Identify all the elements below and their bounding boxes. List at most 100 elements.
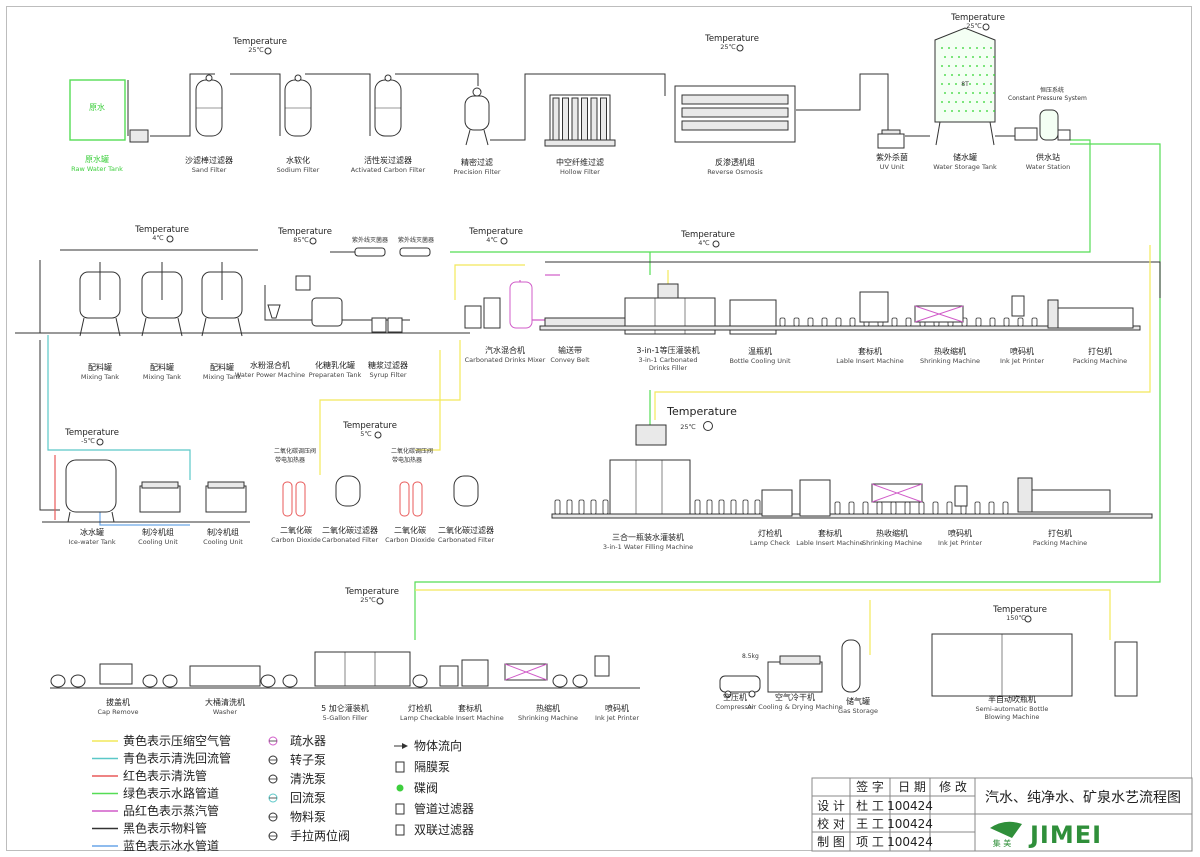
bottle <box>793 317 800 327</box>
tank-water-dot <box>976 65 978 67</box>
bottle <box>754 499 761 515</box>
co2a-en: Carbon Dioxide <box>271 536 321 544</box>
legend-line-label: 绿色表示水路管道 <box>123 786 219 801</box>
svg-text:JIMEI: JIMEI <box>1028 821 1102 849</box>
shrinking-machine-3 <box>504 663 548 681</box>
label-insert-machine-3 <box>461 659 489 687</box>
aircd-cn: 空气冷干机 <box>775 692 815 702</box>
tank-water-dot <box>948 65 950 67</box>
bottle <box>706 499 713 515</box>
tb-name: 杜 工 <box>856 798 884 813</box>
drawing-frame <box>6 6 1192 851</box>
fill3-cn: 3-in-1等压灌装机 <box>636 345 699 355</box>
bottle <box>554 499 561 515</box>
tb-name: 王 工 <box>856 817 884 831</box>
carbon-cn: 活性炭过滤器 <box>364 155 412 165</box>
co2fb-cn: 二氧化碳过滤器 <box>438 525 494 535</box>
temp-word: Temperature <box>134 225 189 235</box>
bottle <box>849 317 856 327</box>
uv-cn: 紫外杀菌 <box>876 152 908 162</box>
ink2-en: Ink Jet Printer <box>938 539 982 547</box>
temp-value: 4℃ <box>486 236 497 244</box>
tank-water-dot <box>986 74 988 76</box>
legend-line-2: 红色表示清洗管 <box>92 768 207 783</box>
legend-symbol2-label: 物体流向 <box>414 738 462 753</box>
bottle <box>590 499 597 515</box>
shrink1-en: Shrinking Machine <box>920 357 980 365</box>
temp-value: 25℃ <box>680 423 696 431</box>
tank-water-dot <box>944 110 946 112</box>
label3-en: Lable Insert Machine <box>436 714 504 722</box>
aircd-en: Air Cooling & Drying Machine <box>747 703 842 711</box>
gas-en: Gas Storage <box>838 707 878 715</box>
label2-cn: 套标机 <box>818 528 842 538</box>
ink2-cn: 喷码机 <box>948 528 972 538</box>
compressor <box>719 675 761 698</box>
mixing-tank-3 <box>201 262 243 337</box>
mix3-cn: 配料罐 <box>210 362 234 372</box>
ro-en: Reverse Osmosis <box>707 168 763 176</box>
carbonated-filter-b <box>453 475 479 507</box>
ice-water-tank <box>65 459 117 523</box>
row1-equipment: 原水 <box>69 27 1071 149</box>
tank-water-dot <box>983 65 985 67</box>
tank-water-dot <box>969 65 971 67</box>
tb-date: 100424 <box>887 799 933 813</box>
wpm-cn: 水粉混合机 <box>250 360 290 370</box>
gas-storage <box>841 639 861 693</box>
cdm-cn: 汽水混合机 <box>485 345 525 355</box>
legend-symbol2-3: 管道过滤器 <box>395 801 474 816</box>
tank-water-dot <box>990 65 992 67</box>
cu2-cn: 制冷机组 <box>207 527 239 537</box>
water-power-machine <box>267 275 311 319</box>
tank-water-dot <box>948 101 950 103</box>
tank-water-dot <box>941 83 943 85</box>
shrinking-machine-1 <box>914 305 964 323</box>
raw-water-tank <box>69 79 126 141</box>
storage-tank-capacity: 8T <box>961 81 969 88</box>
legend-line-label: 黄色表示压缩空气管 <box>123 733 231 748</box>
packing-machine-2 <box>1017 477 1111 513</box>
water-storage-tank: 8T <box>934 27 996 146</box>
legend-line-4: 品红色表示蒸汽管 <box>92 803 219 818</box>
sodium-filter <box>284 74 312 137</box>
gallon-bottle <box>70 674 86 688</box>
bottle <box>1003 317 1010 327</box>
cooling-unit-1 <box>139 481 181 513</box>
bottle <box>1017 317 1024 327</box>
bottle <box>1031 317 1038 327</box>
carbon-en: Activated Carbon Filter <box>351 166 426 174</box>
bottle <box>905 317 912 327</box>
shrink3-en: Shrinking Machine <box>518 714 578 722</box>
legend-line-label: 黑色表示物料管 <box>123 821 207 836</box>
bottle <box>876 501 883 515</box>
uv-sterilizer-a-label: 紫外线灭菌器 <box>352 236 388 244</box>
temp-word: Temperature <box>680 230 735 240</box>
tank-water-dot <box>983 101 985 103</box>
tank-water-dot <box>951 56 953 58</box>
thermometer-icon <box>703 421 713 431</box>
cleaning-pump-icon <box>268 774 278 784</box>
mix2-cn: 配料罐 <box>150 362 174 372</box>
bottle <box>718 499 725 515</box>
cu1-cn: 制冷机组 <box>142 527 174 537</box>
temp-word: Temperature <box>342 421 397 431</box>
legend: 黄色表示压缩空气管青色表示清洗回流管红色表示清洗管绿色表示水路管道品红色表示蒸汽… <box>92 733 474 853</box>
